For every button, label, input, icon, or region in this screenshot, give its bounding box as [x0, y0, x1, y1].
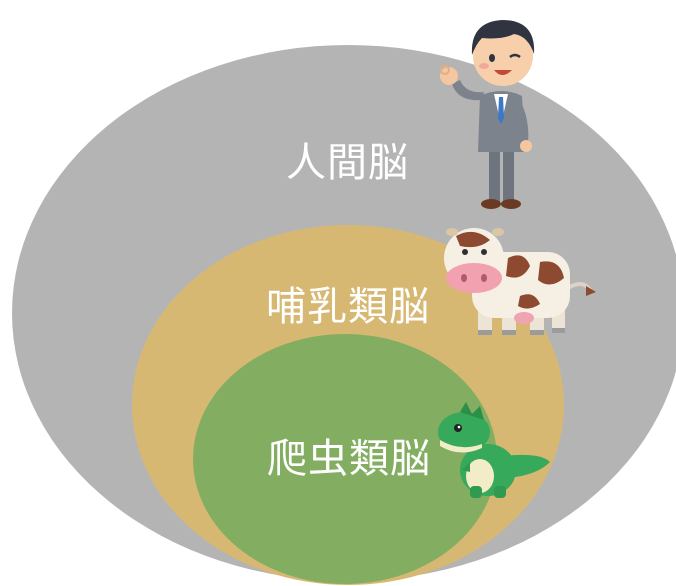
cow-illustration — [444, 228, 596, 335]
human-brain-label: 人間脳 — [286, 140, 409, 186]
reptile-brain-label: 爬虫類脳 — [267, 436, 431, 482]
dinosaur-illustration — [438, 402, 550, 498]
businessman-illustration — [440, 20, 535, 209]
reptile-brain-ellipse — [193, 334, 497, 584]
mammal-brain-label: 哺乳類脳 — [266, 284, 430, 330]
